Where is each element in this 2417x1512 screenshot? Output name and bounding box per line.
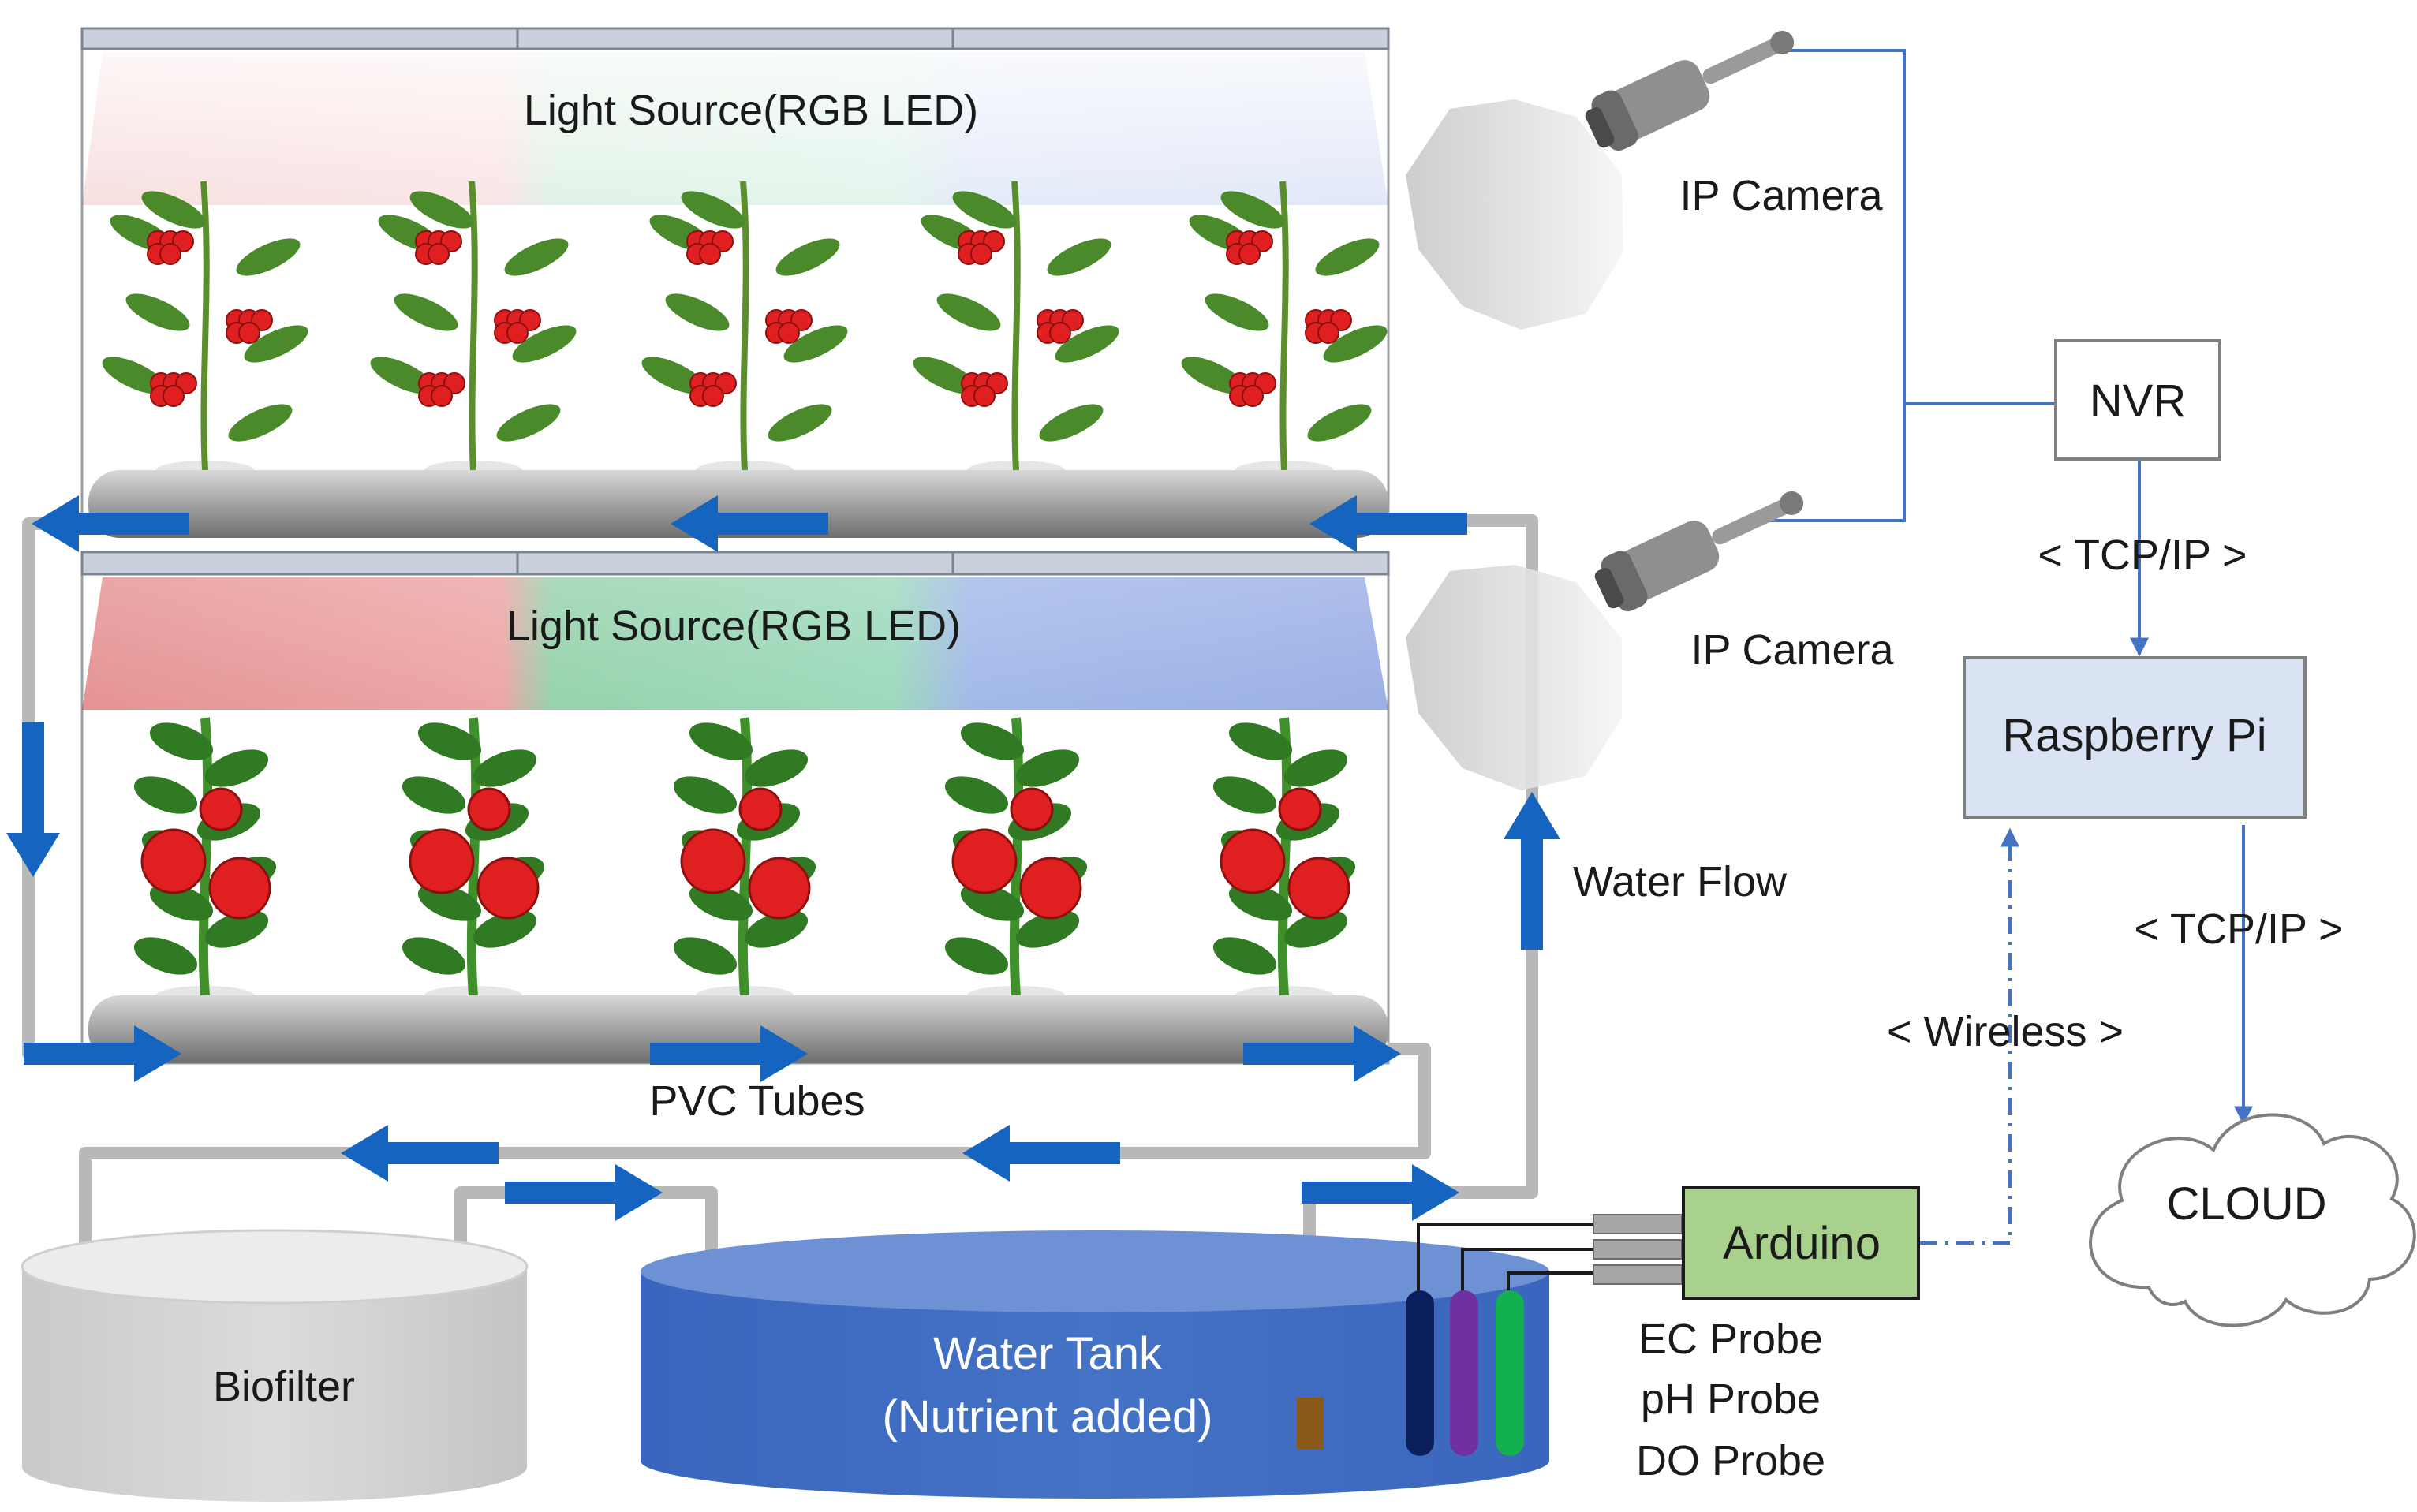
cloud-label: CLOUD xyxy=(2166,1178,2326,1230)
flow-arrow xyxy=(650,1025,808,1082)
flow-arrow xyxy=(962,1125,1120,1182)
ec-probe xyxy=(1406,1290,1434,1456)
lower-light-bar xyxy=(80,551,1390,576)
do-probe-label: DO Probe xyxy=(1636,1437,1825,1484)
ph-probe xyxy=(1450,1290,1478,1456)
tomato-plant-young xyxy=(102,181,308,480)
tcpip-label-2: < TCP/IP > xyxy=(2134,905,2343,953)
ec-probe-label: EC Probe xyxy=(1638,1316,1823,1363)
ip-camera-top-label: IP Camera xyxy=(1679,172,1883,219)
flow-arrow xyxy=(32,495,189,552)
flow-arrow xyxy=(1309,495,1467,552)
probes xyxy=(1406,1214,1683,1456)
network-links xyxy=(1756,49,2253,1245)
water-flow-label: Water Flow xyxy=(1573,858,1788,905)
lower-plants xyxy=(133,717,1356,1005)
upper-plants xyxy=(102,181,1388,480)
tomato-plant-mature xyxy=(402,717,545,1005)
biofilter-label: Biofilter xyxy=(213,1363,355,1410)
wireless-label: < Wireless > xyxy=(1887,1008,2124,1055)
biofilter: Biofilter xyxy=(21,1229,529,1502)
water-tank: Water Tank (Nutrient added) xyxy=(641,1230,1549,1499)
upper-led-glow xyxy=(82,52,1388,205)
do-probe xyxy=(1496,1290,1524,1456)
flow-arrow xyxy=(6,722,60,877)
pump-inlet xyxy=(1297,1398,1324,1450)
nvr-box: NVR xyxy=(2054,339,2221,461)
upper-light-source-label: Light Source(RGB LED) xyxy=(524,87,978,134)
tomato-plant-young xyxy=(641,181,848,480)
cloud-shape: CLOUD xyxy=(2089,1113,2416,1327)
nvr-label: NVR xyxy=(2090,375,2186,427)
tomato-plant-mature xyxy=(1212,717,1356,1005)
ph-probe-label: pH Probe xyxy=(1641,1376,1821,1423)
upper-light-bar xyxy=(80,27,1390,50)
ip-camera-bottom-label: IP Camera xyxy=(1690,626,1894,674)
flow-arrow xyxy=(1504,792,1560,950)
upper-shelf: Light Source(RGB LED) xyxy=(80,27,1390,538)
flow-arrow xyxy=(1243,1025,1401,1082)
camera-icon-bottom xyxy=(1588,471,1815,619)
water-tank-sublabel: (Nutrient added) xyxy=(882,1391,1212,1443)
tcpip-label-1: < TCP/IP > xyxy=(2038,532,2247,579)
tomato-plant-mature xyxy=(944,717,1088,1005)
pvc-tubes-label: PVC Tubes xyxy=(649,1077,865,1125)
ip-camera-bottom: IP Camera xyxy=(1406,471,1895,790)
arduino-box: Arduino xyxy=(1682,1186,1920,1300)
flow-arrows xyxy=(6,495,1560,1221)
lower-led-glow xyxy=(82,577,1388,710)
flow-arrow xyxy=(671,495,828,552)
tomato-plant-mature xyxy=(133,717,277,1005)
camera-beam-top xyxy=(1406,99,1623,330)
ip-camera-top: IP Camera xyxy=(1406,10,1884,330)
raspberry-pi-label: Raspberry Pi xyxy=(2002,710,2266,761)
flow-arrow xyxy=(505,1164,663,1221)
arduino-label: Arduino xyxy=(1723,1218,1881,1269)
outlet-pipe xyxy=(79,1043,1431,1262)
tomato-plant-mature xyxy=(673,717,816,1005)
flow-arrow xyxy=(341,1125,499,1182)
water-tank-label: Water Tank xyxy=(933,1328,1163,1379)
lower-pvc-tube xyxy=(88,995,1388,1063)
raspberry-pi-box: Raspberry Pi xyxy=(1963,656,2307,819)
tomato-plant-young xyxy=(913,181,1119,480)
upper-pvc-tube xyxy=(88,470,1388,538)
flow-arrow xyxy=(24,1025,181,1082)
tomato-plant-young xyxy=(1181,181,1388,480)
camera-icon-top xyxy=(1578,10,1806,159)
lower-shelf: Light Source(RGB LED) xyxy=(80,551,1390,1065)
tomato-plant-young xyxy=(370,181,577,480)
camera-beam-bottom xyxy=(1406,565,1622,790)
lower-light-source-label: Light Source(RGB LED) xyxy=(506,603,961,650)
flow-arrow xyxy=(1302,1164,1459,1221)
